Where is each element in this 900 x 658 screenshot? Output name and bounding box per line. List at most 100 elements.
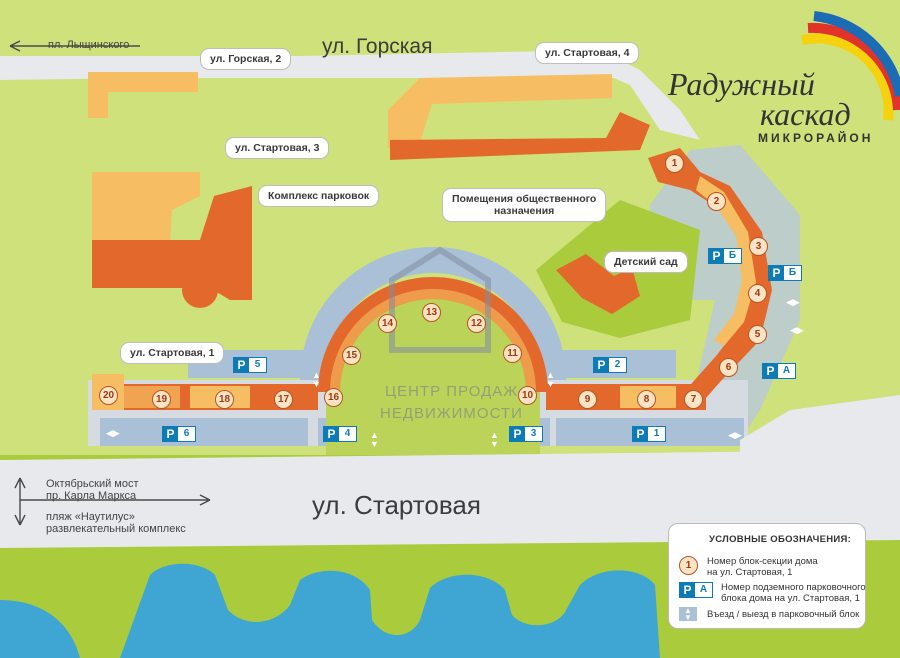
section-badge-5: 5 — [748, 325, 767, 344]
section-badge-1: 1 — [665, 154, 684, 173]
parking-block-code: Б — [728, 250, 737, 261]
kindergarten-building — [556, 254, 640, 314]
entrance-arrow-icon: ▲▼ — [370, 430, 379, 449]
callout-gorskaya-2: ул. Горская, 2 — [200, 48, 292, 70]
callout-parking-complex: Комплекс парковок — [258, 185, 380, 207]
parking-lot-6 — [100, 418, 308, 446]
section-badge-15: 15 — [342, 346, 361, 365]
parking-block-code: 5 — [254, 359, 261, 370]
section-badge-8: 8 — [637, 390, 656, 409]
parking-block-code: 3 — [530, 428, 537, 439]
building-startovaya-3 — [92, 172, 200, 242]
street-label-startovaya: ул. Стартовая — [312, 490, 481, 520]
entrance-arrow-icon: ◀▶ — [786, 297, 800, 307]
street-label-lyshchinsky: пл. Лыщинского — [48, 39, 130, 51]
callout-startovaya-1: ул. Стартовая, 1 — [120, 342, 225, 364]
east-building-light — [696, 176, 756, 346]
callout-public-line2: назначения — [494, 205, 555, 217]
river — [120, 563, 660, 658]
entrance-arrow-icon: ◀▶ — [106, 428, 120, 438]
section-badge-6: 6 — [719, 358, 738, 377]
arrow-bridge — [14, 477, 211, 525]
legend-entrance-icon: ▲▼ — [679, 607, 697, 622]
street-label-gorskaya: ул. Горская — [322, 35, 433, 58]
section-badge-4: 4 — [748, 284, 767, 303]
logo-line2: каскад — [760, 96, 851, 132]
direction-beach-line1: пляж «Наутилус» — [46, 511, 135, 523]
legend-item1-line2: на ул. Стартовая, 1 — [707, 567, 793, 578]
parking-p-icon: P — [324, 427, 339, 441]
arrow-beach — [14, 514, 26, 526]
direction-beach-line2: развлекательный комплекс — [46, 523, 186, 535]
legend-section-sample: 1 — [679, 556, 698, 575]
section-badge-11: 11 — [503, 344, 522, 363]
parking-p-icon: P — [680, 583, 695, 597]
section-badge-17: 17 — [274, 390, 293, 409]
building-startovaya-4-dark — [390, 112, 650, 160]
legend-item2-line2: блока дома на ул. Стартовая, 1 — [721, 593, 860, 604]
logo-line1: Радужный — [668, 66, 815, 102]
callout-startovaya-4: ул. Стартовая, 4 — [535, 42, 640, 64]
building-startovaya-3-tower — [182, 272, 218, 308]
parking-block-code: 2 — [614, 359, 621, 370]
callout-startovaya-3: ул. Стартовая, 3 — [225, 137, 330, 159]
building-gorskaya-2 — [88, 72, 198, 118]
watermark-line2: НЕДВИЖИМОСТИ — [380, 405, 523, 422]
river-west — [0, 600, 80, 658]
parking-p-icon: P — [633, 427, 648, 441]
entrance-arrow-icon: ◀▶ — [728, 430, 742, 440]
section-badge-14: 14 — [378, 314, 397, 333]
parking-block-code: А — [782, 365, 791, 376]
section-badge-16: 16 — [324, 388, 343, 407]
entrance-arrow-icon: ▲▼ — [312, 370, 321, 389]
section-badge-3: 3 — [749, 237, 768, 256]
legend-item1-line1: Номер блок-секции дома — [707, 556, 818, 567]
section-badge-19: 19 — [152, 390, 171, 409]
building-startovaya-4 — [388, 74, 612, 148]
section-badge-13: 13 — [422, 303, 441, 322]
east-building — [648, 148, 772, 398]
logo-line3: МИКРОРАЙОН — [758, 131, 874, 145]
arrow-lyshchinsky — [9, 40, 140, 52]
watermark-house-icon — [389, 246, 491, 353]
section-badge-12: 12 — [467, 314, 486, 333]
section-badge-9: 9 — [578, 390, 597, 409]
parking-p-icon: P — [163, 427, 178, 441]
section-badge-7: 7 — [684, 390, 703, 409]
legend-item3-text: Въезд / выезд в парковочный блок — [707, 609, 860, 620]
callout-kindergarten: Детский сад — [604, 251, 688, 273]
legend-title: УСЛОВНЫЕ ОБОЗНАЧЕНИЯ: — [709, 534, 852, 545]
parking-p-icon: P — [594, 358, 609, 372]
section-badge-20: 20 — [99, 386, 118, 405]
parking-p-icon: P — [769, 266, 784, 280]
legend-item2-line1: Номер подземного парковочного — [721, 582, 866, 593]
arch-parking-ring — [300, 247, 566, 380]
entrance-arrow-icon: ▲▼ — [546, 370, 555, 389]
rainbow-logo-icon — [800, 11, 900, 121]
legend: УСЛОВНЫЕ ОБОЗНАЧЕНИЯ: 1 Номер блок-секци… — [668, 523, 866, 629]
parking-block-code: 4 — [344, 428, 351, 439]
direction-bridge-line2: пр. Карла Маркса — [46, 490, 137, 502]
entrance-arrow-icon: ◀▶ — [790, 325, 804, 335]
direction-bridge-line1: Октябрьский мост — [46, 478, 139, 490]
entrance-arrow-icon: ▲▼ — [490, 430, 499, 449]
legend-parking-code: А — [699, 584, 708, 595]
parking-block-code: 6 — [183, 428, 190, 439]
parking-p-icon: P — [234, 358, 249, 372]
callout-public-premises: Помещения общественного назначения — [442, 188, 607, 222]
watermark-line1: ЦЕНТР ПРОДАЖ — [385, 383, 519, 400]
building-startovaya-3-dark — [92, 186, 252, 300]
section-badge-18: 18 — [215, 390, 234, 409]
